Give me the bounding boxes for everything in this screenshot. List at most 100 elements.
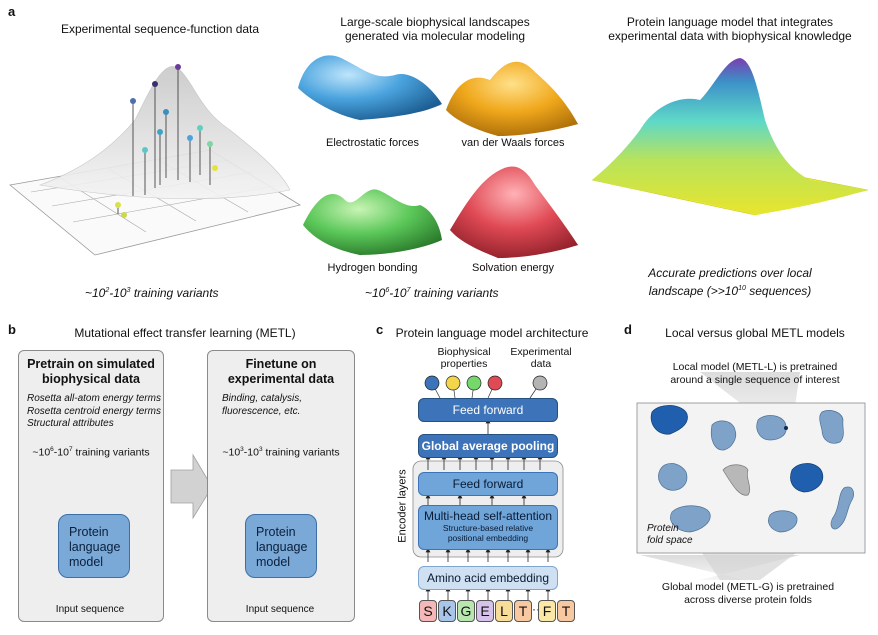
finetune-count-base: ~10 xyxy=(222,446,241,459)
solvation-landscape xyxy=(449,166,579,259)
integrated-landscape xyxy=(591,58,869,216)
amino-acid-tokens: S K G E L T ··· xyxy=(419,600,564,622)
feed-forward-top: Feed forward xyxy=(418,398,558,422)
pretrain-count-suffix: training variants xyxy=(72,446,150,459)
pretrain-model-block: Protein language model xyxy=(58,514,130,578)
experimental-label-line1: Experimental xyxy=(510,346,572,358)
fold-space xyxy=(636,372,866,580)
panel-c-letter: c xyxy=(376,322,384,337)
panel-d-letter: d xyxy=(624,322,632,337)
finetune-items: Binding, catalysis, fluorescence, etc. xyxy=(222,393,352,418)
fold-space-line2: fold space xyxy=(647,535,693,546)
experimental-label: Experimental data xyxy=(506,346,576,370)
experimental-landscape xyxy=(9,64,302,256)
finetune-model-line2: language xyxy=(256,540,308,554)
col2-caption-base: ~10 xyxy=(365,286,386,300)
token-t-last: T xyxy=(557,600,575,622)
label-electrostatic: Electrostatic forces xyxy=(326,137,419,149)
finetune-title: Finetune on experimental data xyxy=(208,357,354,387)
finetune-count-exp1: 3 xyxy=(240,446,244,453)
pretrain-item: Rosetta all-atom energy terms xyxy=(27,393,161,404)
pretrain-model-line3: model xyxy=(69,555,104,569)
encoder-layers-text: Encoder layers xyxy=(396,469,409,543)
finetune-model-line1: Protein xyxy=(256,525,296,539)
finetune-count: ~103-103 training variants xyxy=(208,446,354,459)
finetune-input-label: Input sequence xyxy=(245,604,315,615)
pretrain-model-line1: Protein xyxy=(69,525,109,539)
local-model-line1: Local model (METL-L) is pretrained xyxy=(672,361,838,373)
electrostatic-landscape xyxy=(298,55,442,121)
token-t: T xyxy=(514,600,532,622)
architecture-arrows xyxy=(425,418,551,600)
token-e: E xyxy=(476,600,494,622)
col2-caption-suffix: training variants xyxy=(410,286,499,300)
col2-caption-mid: -10 xyxy=(389,286,407,300)
experimental-label-line2: data xyxy=(530,358,552,370)
vdw-landscape xyxy=(446,61,579,137)
feed-forward-encoder: Feed forward xyxy=(418,472,558,496)
global-average-pooling: Global average pooling xyxy=(418,434,558,458)
panel-a-letter: a xyxy=(8,4,16,19)
col3-caption-line1: Accurate predictions over local xyxy=(648,266,812,280)
global-model-label: Global model (METL-G) is pretrained acro… xyxy=(643,581,853,606)
finetune-count-exp2: 3 xyxy=(258,446,263,453)
col2-caption-exp2: 7 xyxy=(406,287,411,294)
col2-caption: ~106-107 training variants xyxy=(365,286,525,300)
col1-caption-exp1: 2 xyxy=(105,287,110,294)
col2-title-line2: generated via molecular modeling xyxy=(344,29,526,43)
col2-title: Large-scale biophysical landscapes gener… xyxy=(300,15,570,43)
architecture-output-nodes xyxy=(424,375,548,399)
pretrain-title: Pretrain on simulated biophysical data xyxy=(19,357,163,387)
panel-b-title: Mutational effect transfer learning (MET… xyxy=(74,326,296,340)
finetune-model-line3: model xyxy=(256,555,291,569)
pretrain-input-label: Input sequence xyxy=(55,604,125,615)
pretrain-count-mid: -10 xyxy=(53,446,69,459)
pretrain-count-exp1: 6 xyxy=(50,446,54,453)
col3-title-line2: experimental data with biophysical knowl… xyxy=(608,29,852,43)
col3-title-line1: Protein language model that integrates xyxy=(626,15,834,29)
col3-caption-line2: landscape (>>1010 sequences) xyxy=(620,281,840,299)
biophysical-label-line2: properties xyxy=(440,358,488,370)
panel-b-letter: b xyxy=(8,322,16,337)
finetune-item-line1: Binding, catalysis, xyxy=(222,393,303,404)
mha-label: Multi-head self-attention xyxy=(423,509,553,523)
pretrain-count-base: ~10 xyxy=(32,446,51,459)
token-k: K xyxy=(438,600,456,622)
pretrain-count: ~106-107 training variants xyxy=(19,446,163,459)
biophysical-label-line1: Biophysical xyxy=(437,346,491,358)
finetune-box: Finetune on experimental data Binding, c… xyxy=(207,350,355,622)
panel-d-title: Local versus global METL models xyxy=(665,326,845,340)
finetune-count-suffix: training variants xyxy=(262,446,340,459)
pretrain-item: Rosetta centroid energy terms xyxy=(27,405,161,417)
label-vdw: van der Waals forces xyxy=(461,137,565,149)
col1-caption-mid: -10 xyxy=(109,286,127,300)
col2-caption-exp1: 6 xyxy=(385,287,390,294)
col1-caption-exp2: 3 xyxy=(126,287,131,294)
pretrain-box: Pretrain on simulated biophysical data R… xyxy=(18,350,164,622)
finetune-title-line1: Finetune on xyxy=(245,357,317,371)
global-model-line2: across diverse protein folds xyxy=(684,593,812,606)
fold-space-line1: Protein xyxy=(647,523,679,534)
pretrain-count-exp2: 7 xyxy=(68,446,73,453)
col3-caption-line2a: landscape (>>10 xyxy=(648,284,739,298)
panel-c-title: Protein language model architecture xyxy=(395,326,589,340)
finetune-model-block: Protein language model xyxy=(245,514,317,578)
col3-title: Protein language model that integrates e… xyxy=(585,15,875,43)
global-model-line1: Global model (METL-G) is pretrained xyxy=(661,581,835,593)
label-hbond: Hydrogen bonding xyxy=(327,262,418,274)
local-model-line2: around a single sequence of interest xyxy=(670,373,840,386)
mha-sub-line2: positional embedding xyxy=(447,533,529,543)
mha-sub-line1: Structure-based relative xyxy=(442,523,534,533)
amino-acid-embedding: Amino acid embedding xyxy=(418,566,558,590)
amino-acid-tokens-tail: F T xyxy=(538,600,587,622)
token-f: F xyxy=(538,600,556,622)
pretrain-items: Rosetta all-atom energy terms Rosetta ce… xyxy=(27,393,163,431)
col1-title: Experimental sequence-function data xyxy=(60,22,260,36)
token-s: S xyxy=(419,600,437,622)
col3-caption-exp: 10 xyxy=(738,285,746,292)
pretrain-model-line2: language xyxy=(69,540,121,554)
finetune-item-line2: fluorescence, etc. xyxy=(222,405,301,417)
transfer-arrow xyxy=(170,453,213,520)
hbond-landscape xyxy=(303,189,442,256)
col1-caption: ~102-103 training variants xyxy=(85,286,245,300)
